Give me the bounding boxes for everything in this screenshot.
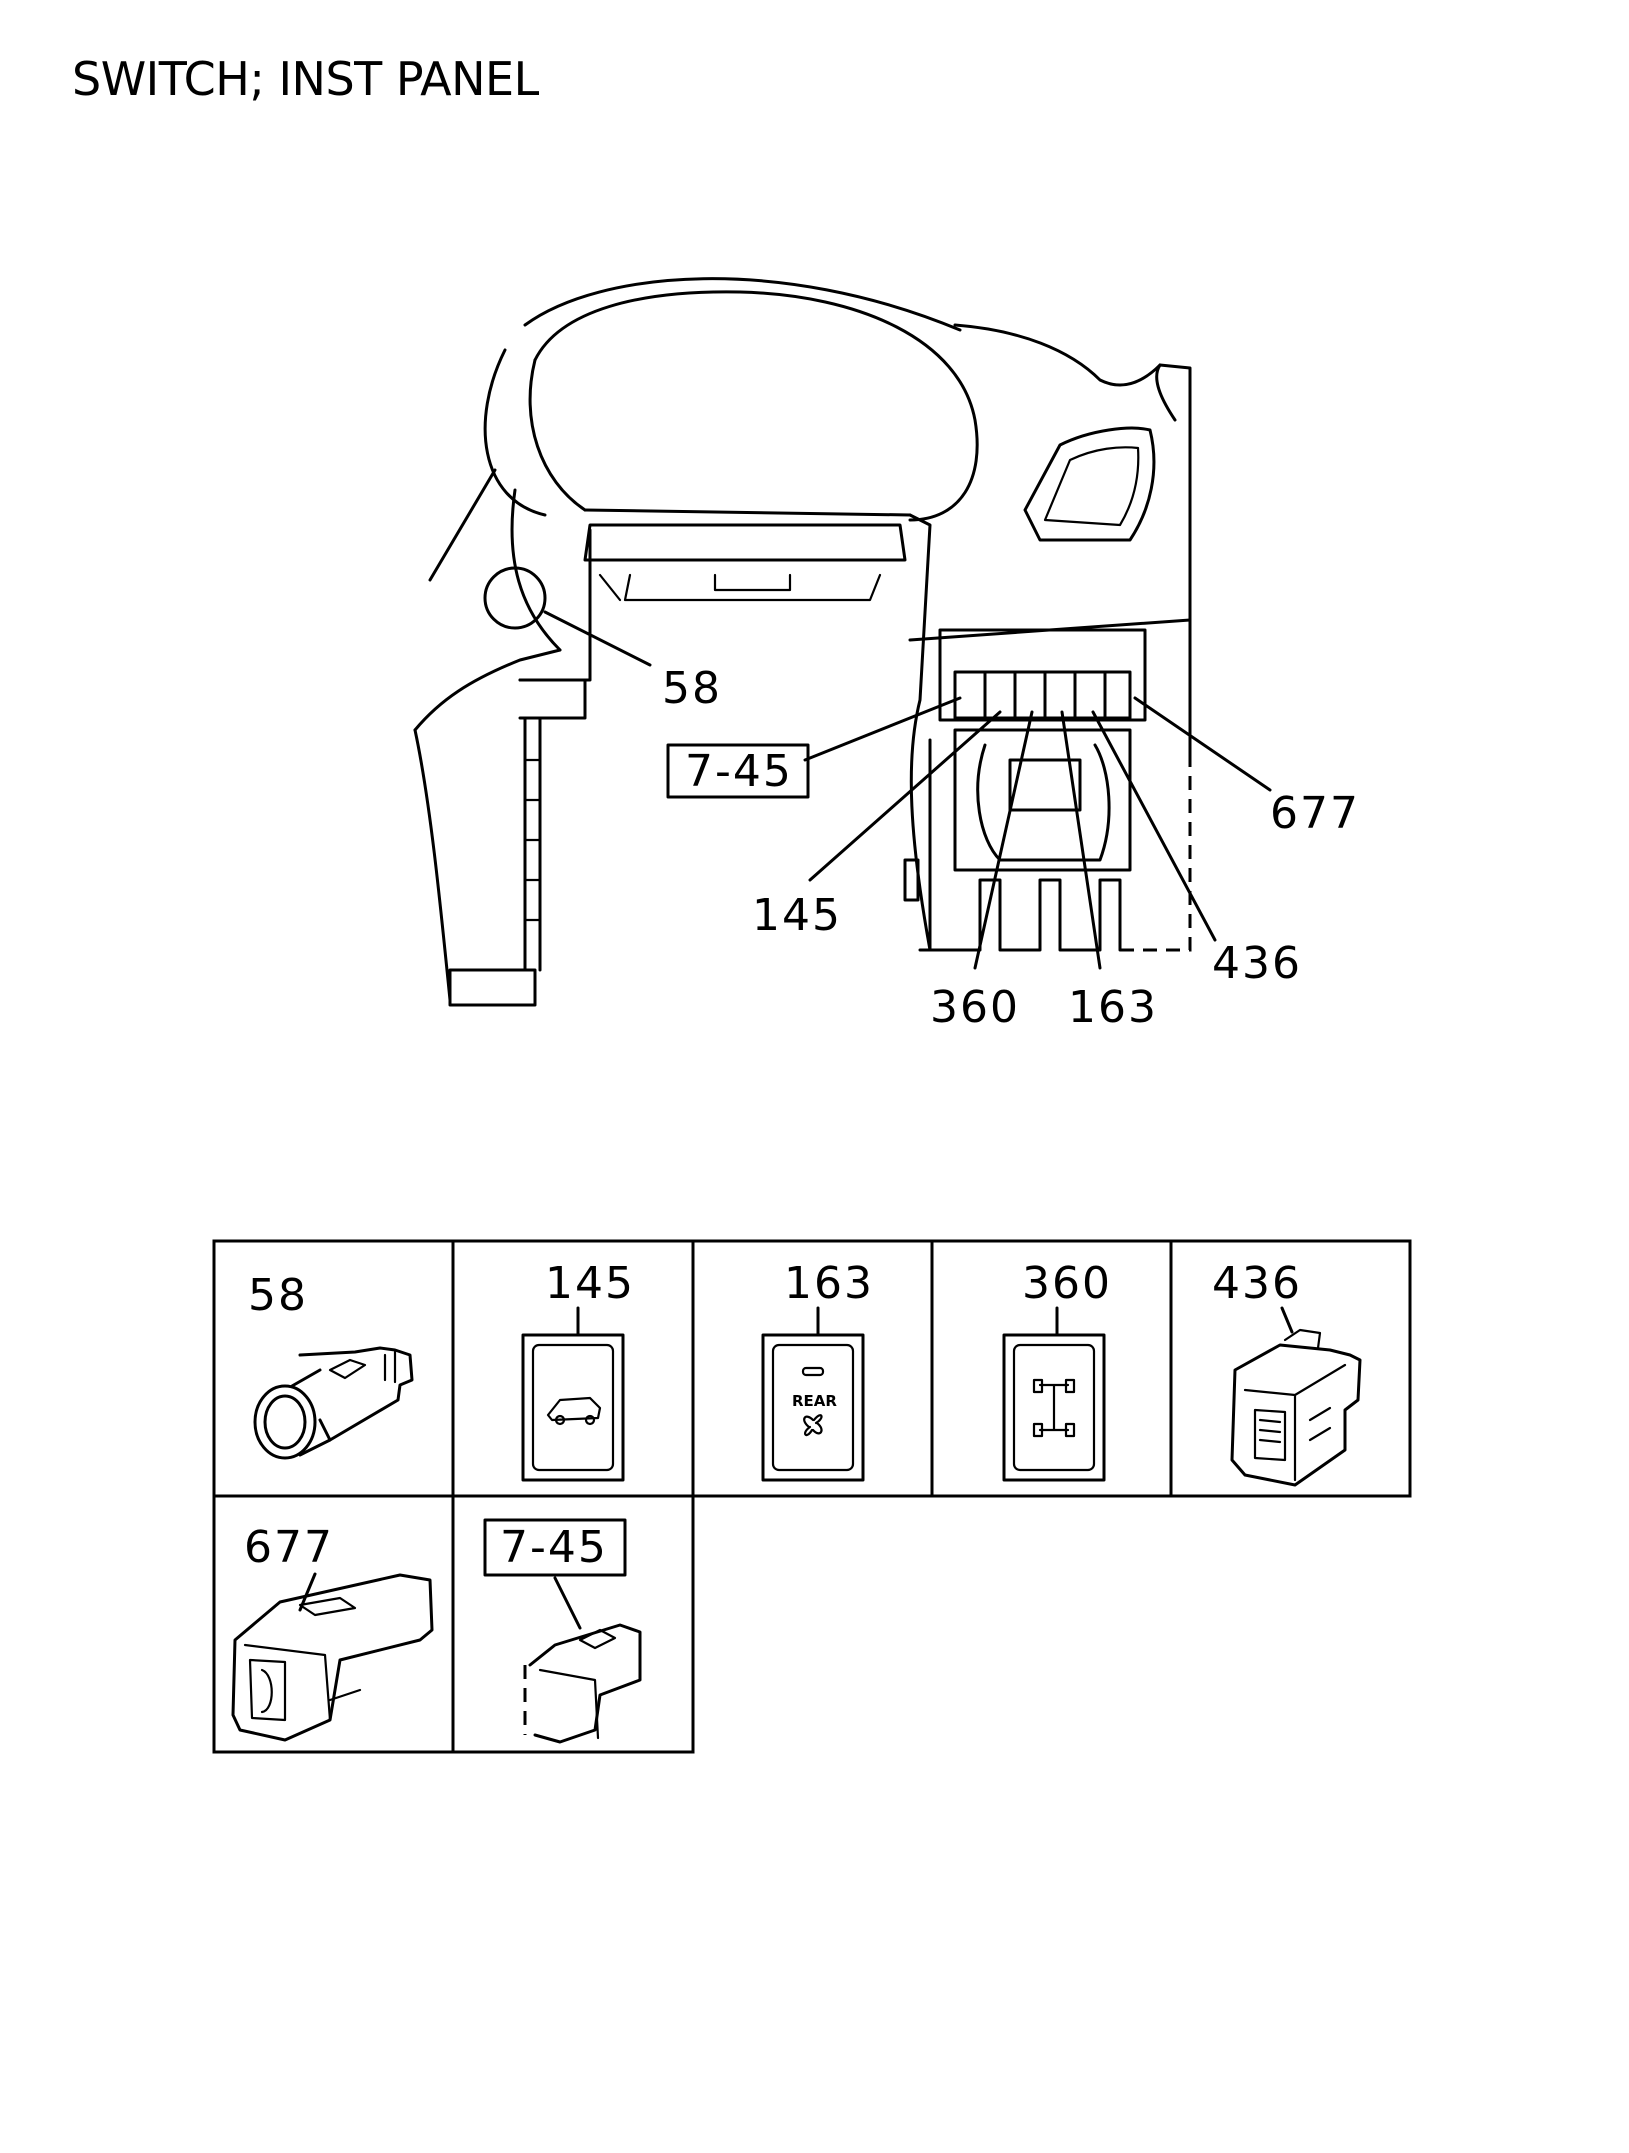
cell-label-360: 360 [1022, 1258, 1112, 1309]
callout-145: 145 [752, 890, 842, 941]
cell-163: 163 REAR [761, 1258, 874, 1482]
parts-table [212, 1239, 1412, 1754]
cell-label-436: 436 [1212, 1258, 1302, 1309]
cell-677: 677 [231, 1522, 434, 1742]
callout-436: 436 [1212, 938, 1302, 989]
cell-label-145: 145 [545, 1258, 635, 1309]
leader-lines [543, 610, 1272, 970]
switch-text-rear: REAR [792, 1392, 837, 1410]
cell-label-163: 163 [784, 1258, 874, 1309]
cell-360: 360 [1002, 1258, 1112, 1482]
cell-box-7-45 [483, 1518, 627, 1577]
switch-panel-outline [938, 628, 1147, 722]
knob-58 [483, 566, 547, 630]
page-title: SWITCH; INST PANEL [72, 52, 539, 106]
cell-145: 145 [521, 1258, 635, 1482]
callout-163: 163 [1068, 982, 1158, 1033]
callout-7-45-box [666, 743, 810, 799]
callout-7-45: 7-45 [685, 746, 793, 797]
cell-label-58: 58 [248, 1270, 308, 1321]
cell-436: 436 [1212, 1258, 1362, 1487]
cell-58: 58 [248, 1270, 414, 1460]
dashboard-drawing [413, 277, 1192, 1007]
callout-677: 677 [1270, 788, 1360, 839]
cell-label-7-45: 7-45 [500, 1522, 608, 1573]
callout-58: 58 [662, 663, 722, 714]
cell-label-677: 677 [244, 1522, 334, 1573]
cell-7-45: 7-45 [483, 1518, 642, 1744]
callout-360: 360 [930, 982, 1020, 1033]
